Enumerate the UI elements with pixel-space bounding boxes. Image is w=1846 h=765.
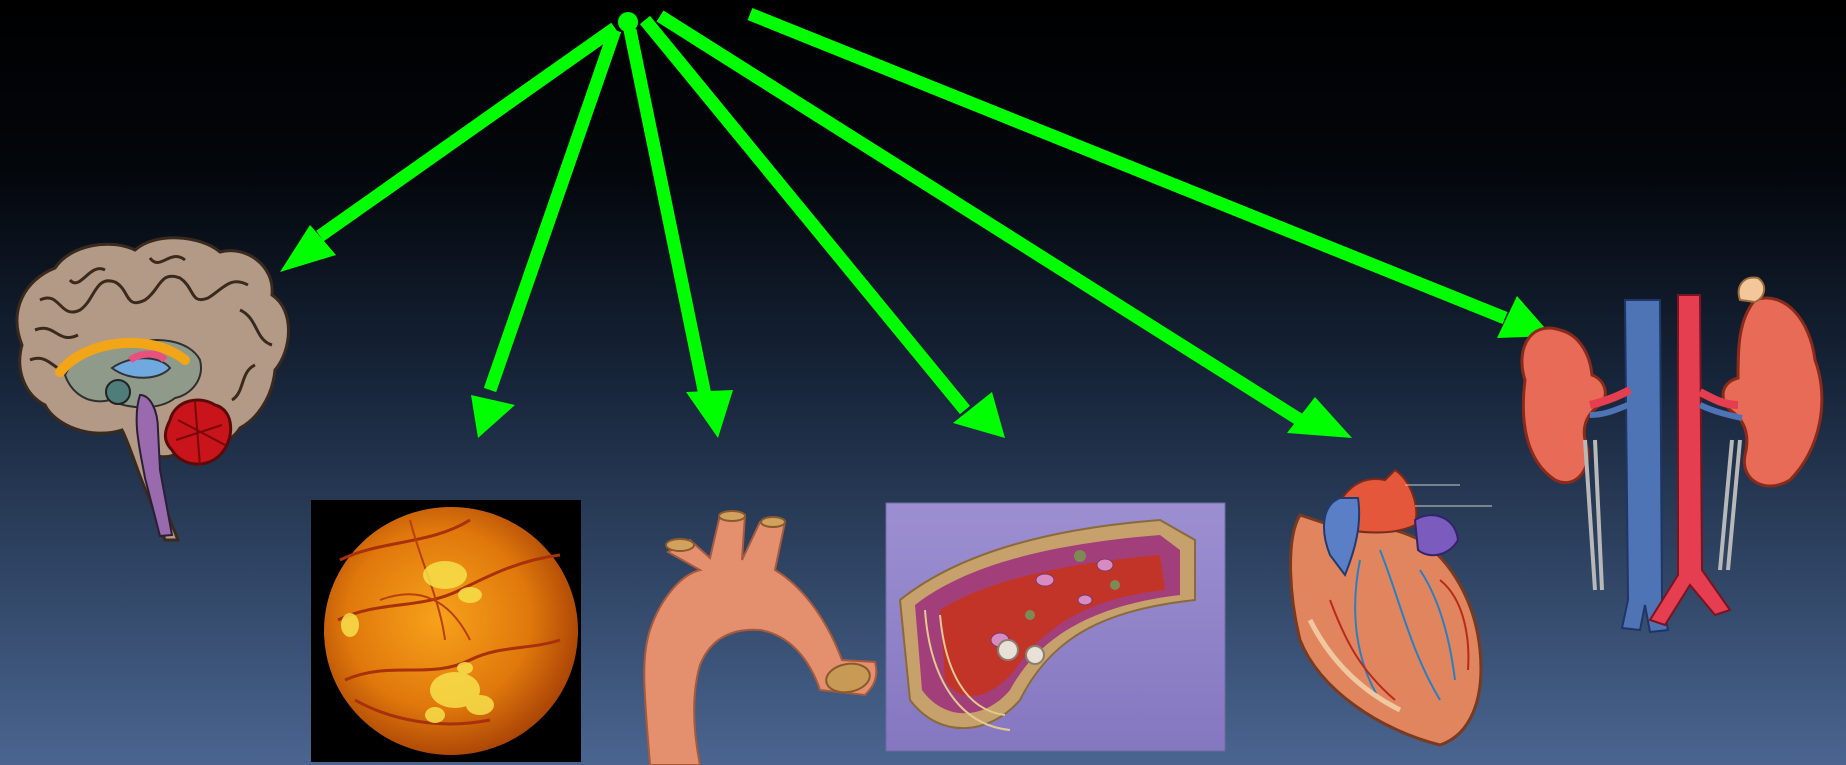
heart-icon xyxy=(1291,470,1492,745)
brain-icon xyxy=(17,238,288,540)
artery-icon xyxy=(886,503,1225,751)
aorta-icon xyxy=(644,511,876,765)
arrow-to-heart xyxy=(660,16,1352,438)
arrow-to-brain xyxy=(280,28,615,272)
arrow-to-aorta xyxy=(630,30,733,438)
retina-icon xyxy=(311,500,581,762)
arrow-origin xyxy=(618,12,638,32)
kidneys-icon xyxy=(1522,277,1822,632)
arrow-to-retina xyxy=(471,30,615,438)
